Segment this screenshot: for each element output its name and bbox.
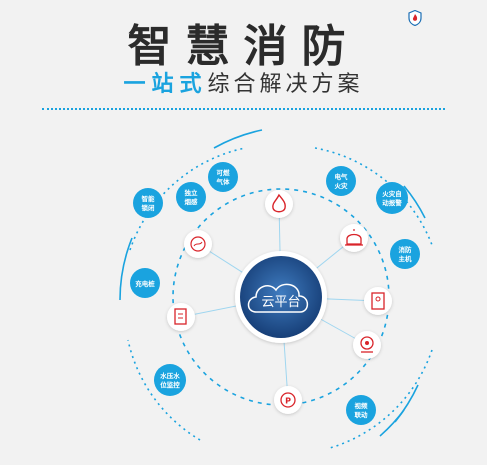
outer-arcs	[127, 147, 433, 449]
subtitle-rest: 综合解决方案	[207, 72, 364, 97]
camera-icon	[353, 331, 381, 359]
svg-text:电气: 电气	[335, 172, 349, 181]
node-electrical-fire: 电气 火灾	[326, 166, 356, 196]
flame-icon	[265, 190, 293, 218]
svg-text:锁闭: 锁闭	[141, 203, 156, 212]
page-title: 智慧消防	[127, 21, 360, 72]
svg-text:消防: 消防	[399, 245, 413, 254]
svg-text:联动: 联动	[355, 410, 369, 419]
pressure-gauge-icon: P	[274, 386, 302, 414]
svg-text:视频: 视频	[355, 401, 369, 410]
node-fire-host: 消防 主机	[390, 239, 420, 269]
svg-text:火灾: 火灾	[335, 181, 349, 190]
svg-text:智能: 智能	[142, 194, 156, 203]
svg-text:可燃: 可燃	[217, 168, 231, 177]
svg-text:火灾自: 火灾自	[382, 189, 402, 198]
node-water-pressure: 水压水 位监控	[154, 364, 186, 396]
node-combustible-gas: 可燃 气体	[208, 162, 238, 192]
center-label: 云平台	[261, 295, 300, 310]
svg-text:P: P	[285, 397, 291, 406]
node-charging-pile: 充电桩	[130, 268, 160, 298]
fire-shield-icon	[408, 10, 422, 26]
outer-arcs-solid	[119, 129, 426, 437]
node-video-linkage: 视频 联动	[346, 395, 376, 425]
svg-text:动报警: 动报警	[382, 198, 402, 207]
meter-icon	[167, 303, 195, 331]
dotted-divider	[42, 108, 445, 110]
node-standalone-smoke: 独立 烟感	[176, 182, 206, 212]
svg-text:充电桩: 充电桩	[135, 279, 155, 288]
svg-text:水压水: 水压水	[160, 371, 180, 380]
smoke-detector-icon	[184, 230, 212, 258]
node-smart-lock: 智能 锁闭	[133, 188, 163, 218]
subtitle: 一站式综合解决方案	[0, 66, 487, 98]
svg-text:气体: 气体	[216, 177, 231, 186]
svg-text:位监控: 位监控	[160, 380, 180, 389]
svg-text:独立: 独立	[185, 188, 199, 197]
alarm-light-icon	[340, 224, 368, 252]
node-fire-alarm: 火灾自 动报警	[376, 182, 408, 214]
subtitle-highlight: 一站式	[123, 72, 208, 97]
control-panel-icon	[364, 287, 392, 315]
svg-text:主机: 主机	[399, 254, 413, 263]
svg-text:烟感: 烟感	[185, 197, 199, 206]
cloud-platform: 云平台	[235, 251, 327, 343]
cloud-icon	[247, 283, 309, 313]
